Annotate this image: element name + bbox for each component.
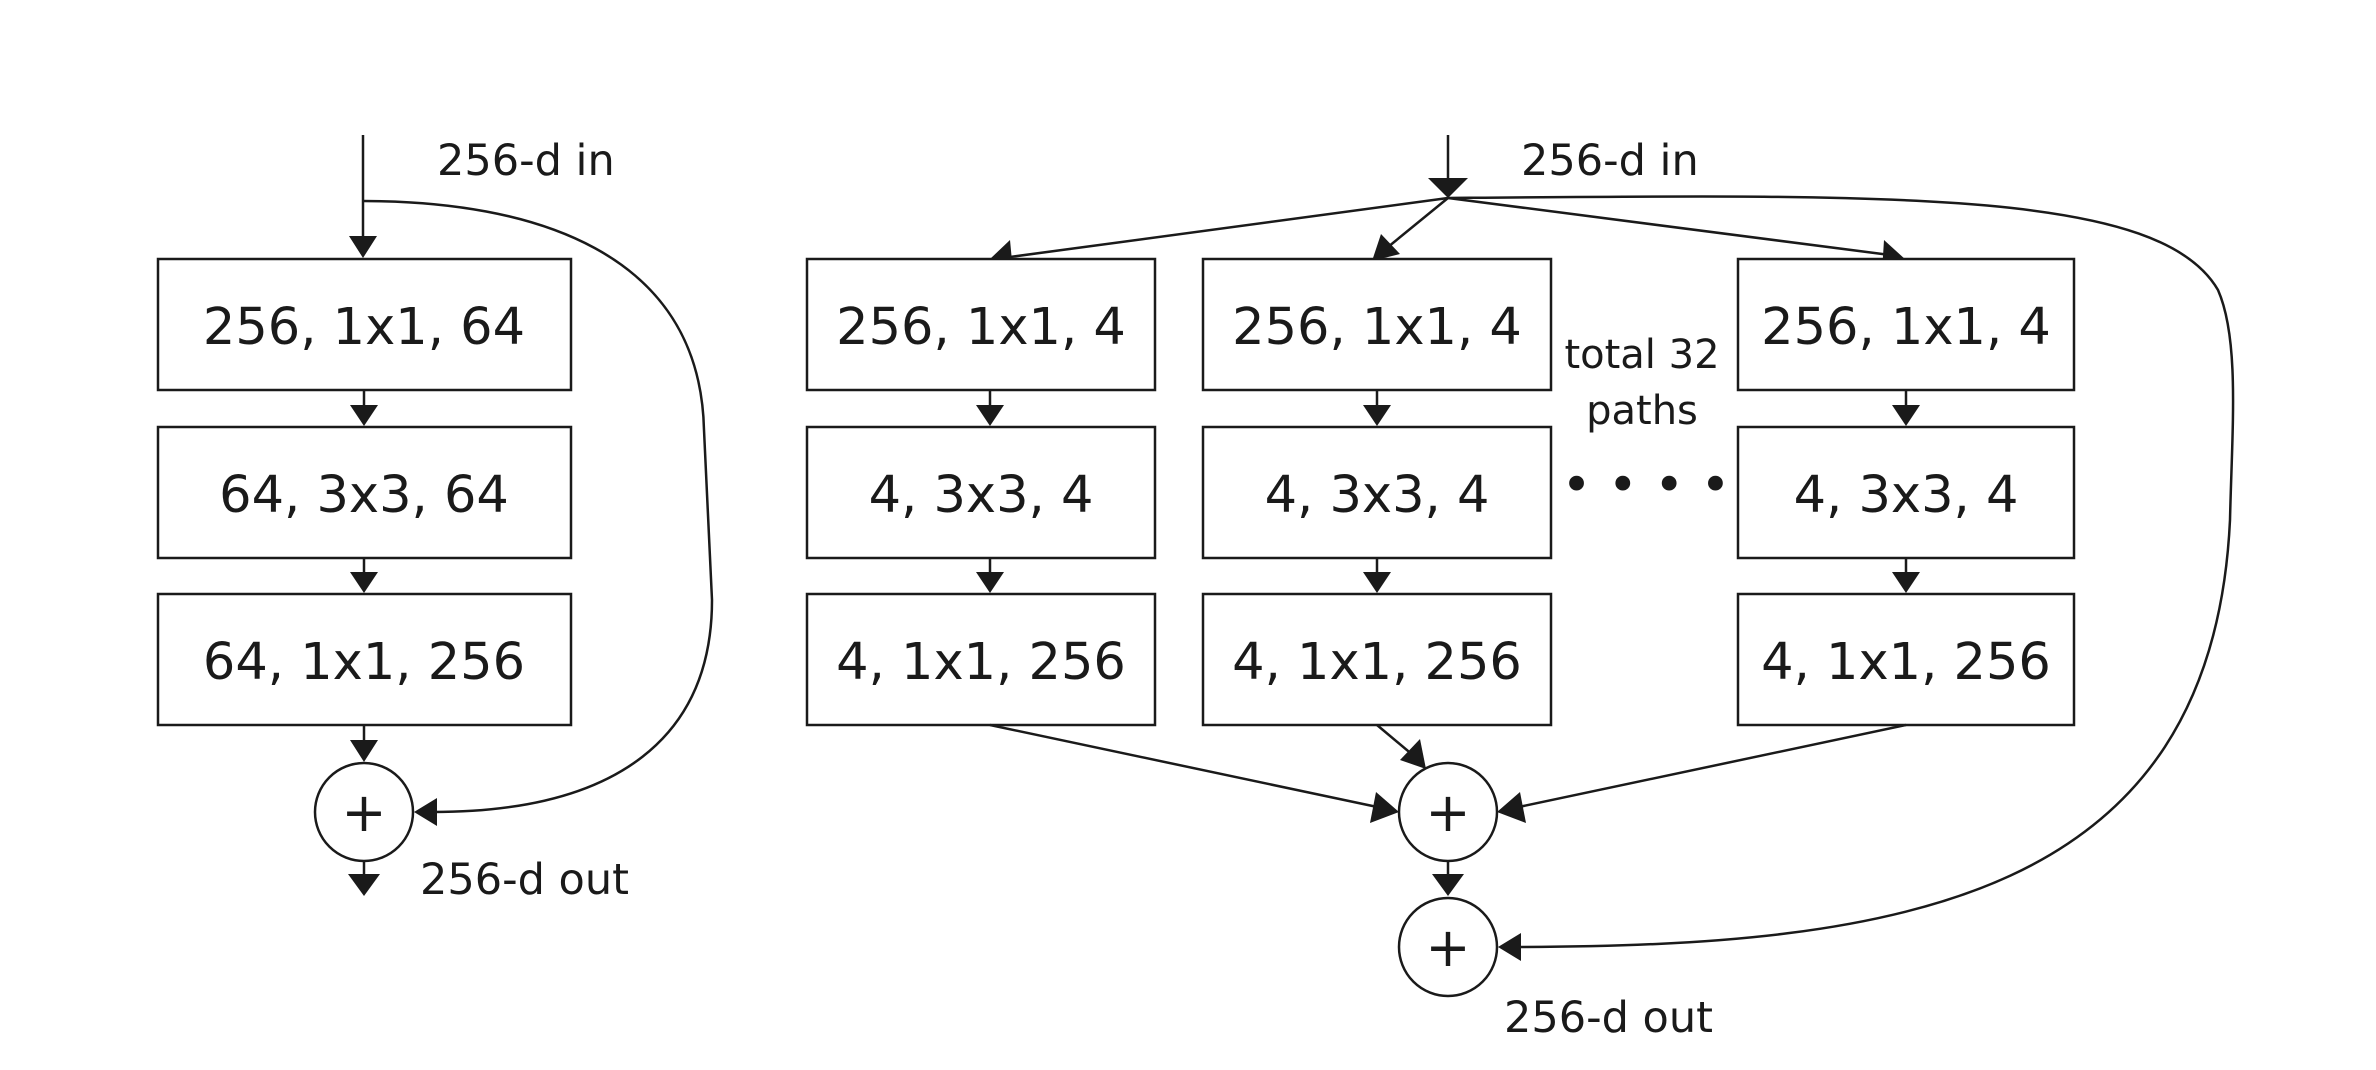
left-layer-box-2 [156,425,573,560]
path-3-box-1 [1736,257,2076,392]
left-arrowhead-2-3 [350,572,378,593]
left-output-arrowhead [348,874,380,896]
left-resnet-block: 256-d in 256, 1x1, 64 64, 3x3, 64 64, 1x… [156,135,714,905]
split-arrowhead-path-2 [1372,234,1400,261]
left-layer-label-1: 256, 1x1, 64 [203,298,525,357]
aggregate-to-residual-arrowhead [1432,874,1464,896]
left-input-arrowhead [349,236,377,258]
left-layer-label-2: 64, 3x3, 64 [219,466,509,525]
right-input-label: 256-d in [1521,136,1699,186]
path-1-box-1 [805,257,1157,392]
path-3-label-3: 4, 1x1, 256 [1761,633,2051,692]
path-3-arrowhead-1-2 [1892,405,1920,426]
path-2-label-1: 256, 1x1, 4 [1232,298,1522,357]
path-2-box-1 [1201,257,1553,392]
left-input-label: 256-d in [437,136,615,186]
paths-ellipsis: • • • • [1562,456,1731,515]
right-input-arrowhead [1428,178,1468,198]
right-resnext-block: 256-d in 256, 1x1, 4 4, 3x3, 4 4, 1x1, 2… [805,135,2235,1043]
aggregate-symbol: + [1425,781,1470,844]
path-3-label-2: 4, 3x3, 4 [1794,466,2019,525]
path-1-label-3: 4, 1x1, 256 [836,633,1126,692]
path-1-box-2 [805,425,1157,560]
path-1-arrowhead-1-2 [976,405,1004,426]
path-3: 256, 1x1, 4 4, 3x3, 4 4, 1x1, 256 [1736,257,2076,727]
merge-arrowhead-path-1 [1370,792,1399,823]
path-3-box-3 [1736,592,2076,727]
path-3-box-2 [1736,425,2076,560]
path-1-arrowhead-2-3 [976,572,1004,593]
paths-note-line-1: total 32 [1564,332,1719,378]
left-output-label: 256-d out [420,855,629,905]
merge-arrowhead-path-3 [1497,792,1526,823]
path-2-box-3 [1201,592,1553,727]
left-layer-box-3 [156,592,573,727]
path-3-label-1: 256, 1x1, 4 [1761,298,2051,357]
path-2-arrowhead-2-3 [1363,572,1391,593]
merge-arrowhead-path-2 [1400,739,1426,769]
merge-line-path-1 [989,723,1383,810]
right-skip-connection [1447,195,2235,949]
residual-add-symbol: + [1425,916,1470,979]
path-2: 256, 1x1, 4 4, 3x3, 4 4, 1x1, 256 [1201,257,1553,727]
left-arrowhead-1-2 [350,405,378,426]
path-1-label-1: 256, 1x1, 4 [836,298,1126,357]
right-output-label: 256-d out [1504,993,1713,1043]
split-line-path-3 [1447,196,1891,257]
paths-note-line-2: paths [1586,388,1698,434]
path-2-label-2: 4, 3x3, 4 [1265,466,1490,525]
merge-line-path-3 [1513,723,1907,810]
merge-line-path-2 [1376,724,1415,757]
path-2-box-2 [1201,425,1553,560]
split-line-path-1 [1009,196,1449,259]
split-line-path-2 [1387,197,1449,248]
path-1-box-3 [805,592,1157,727]
left-arrowhead-3-add [350,740,378,762]
residual-add-node [1397,896,1499,998]
path-1: 256, 1x1, 4 4, 3x3, 4 4, 1x1, 256 [805,257,1157,727]
left-skip-arrowhead [414,798,437,826]
left-layer-label-3: 64, 1x1, 256 [203,633,525,692]
path-2-arrowhead-1-2 [1363,405,1391,426]
right-skip-arrowhead [1498,933,1521,961]
path-1-label-2: 4, 3x3, 4 [869,466,1094,525]
left-skip-connection [362,199,714,814]
path-3-arrowhead-2-3 [1892,572,1920,593]
path-2-label-3: 4, 1x1, 256 [1232,633,1522,692]
left-add-symbol: + [341,781,386,844]
